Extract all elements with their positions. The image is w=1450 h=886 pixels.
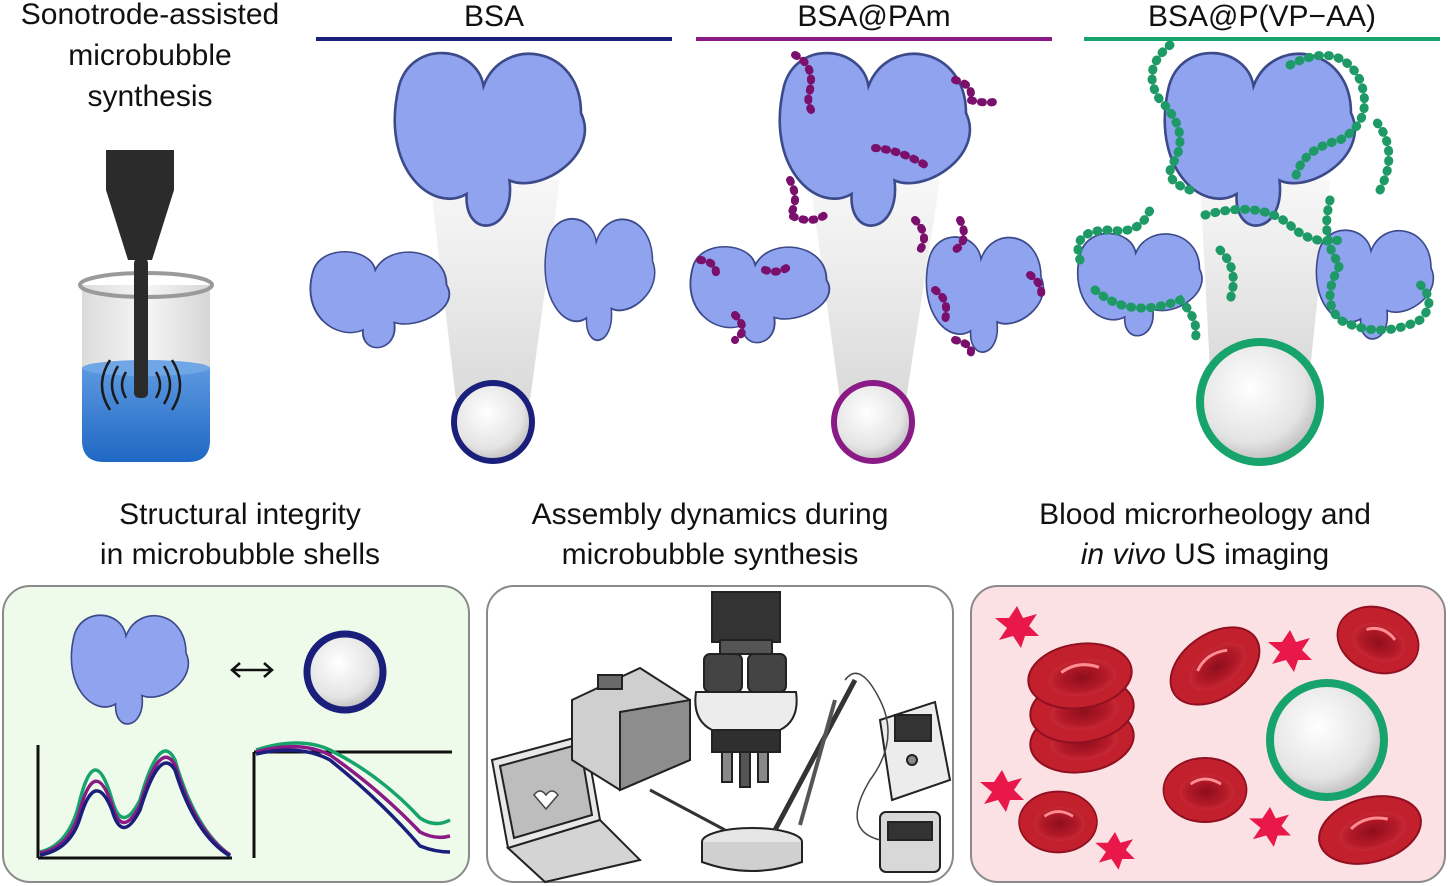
- microbubble-icon: [303, 630, 387, 714]
- left-title-line2: microbubble: [68, 39, 232, 72]
- microbubble-icon: [451, 380, 535, 464]
- caption-blood-italic: in vivo: [1080, 538, 1166, 571]
- spectrum-plot: [36, 745, 232, 860]
- caption-blood-line1: Blood microrheology and: [1039, 498, 1371, 531]
- beam-bsa: [430, 180, 560, 400]
- beam-bsa-pam: [810, 180, 940, 400]
- microbubble-icon: [1266, 679, 1388, 801]
- meter-icon: [772, 672, 952, 873]
- left-title-line3: synthesis: [87, 80, 213, 113]
- double-arrow-icon: [230, 662, 274, 678]
- column-header-bsa-pvpaa: BSA@P(VP−AA): [1147, 0, 1377, 33]
- column-rule-bsa-pam: [696, 37, 1052, 41]
- top-illustration: [78, 40, 1435, 466]
- microscope-icon: [694, 591, 803, 872]
- beam-bsa-pvpaa: [1200, 180, 1330, 370]
- caption-blood-rest: US imaging: [1165, 538, 1330, 571]
- laptop-icon: [490, 733, 642, 884]
- microbubble-icon: [831, 380, 915, 464]
- beaker-icon: [78, 271, 214, 462]
- caption-structural-line1: Structural integrity: [119, 498, 361, 531]
- caption-structural-line2: in microbubble shells: [99, 538, 381, 571]
- kinetics-plot: [252, 741, 452, 858]
- caption-blood-line2: in vivo US imaging: [980, 536, 1430, 574]
- left-title-line1: Sonotrode-assisted: [20, 0, 280, 31]
- protein-icon: [70, 614, 190, 725]
- caption-assembly-line2: microbubble synthesis: [561, 538, 859, 571]
- pvpaa-chain: [1073, 40, 1434, 345]
- pam-chain: [696, 51, 1046, 359]
- column-header-bsa: BSA: [463, 0, 525, 33]
- microbubble-icon: [1196, 338, 1324, 466]
- pump-icon: [571, 666, 726, 832]
- sonotrode-icon: [100, 150, 182, 411]
- column-header-bsa-pam: BSA@PAm: [797, 0, 951, 33]
- caption-assembly-line1: Assembly dynamics during: [531, 498, 889, 531]
- column-rule-bsa: [316, 37, 672, 41]
- column-rule-bsa-pvpaa: [1084, 37, 1440, 41]
